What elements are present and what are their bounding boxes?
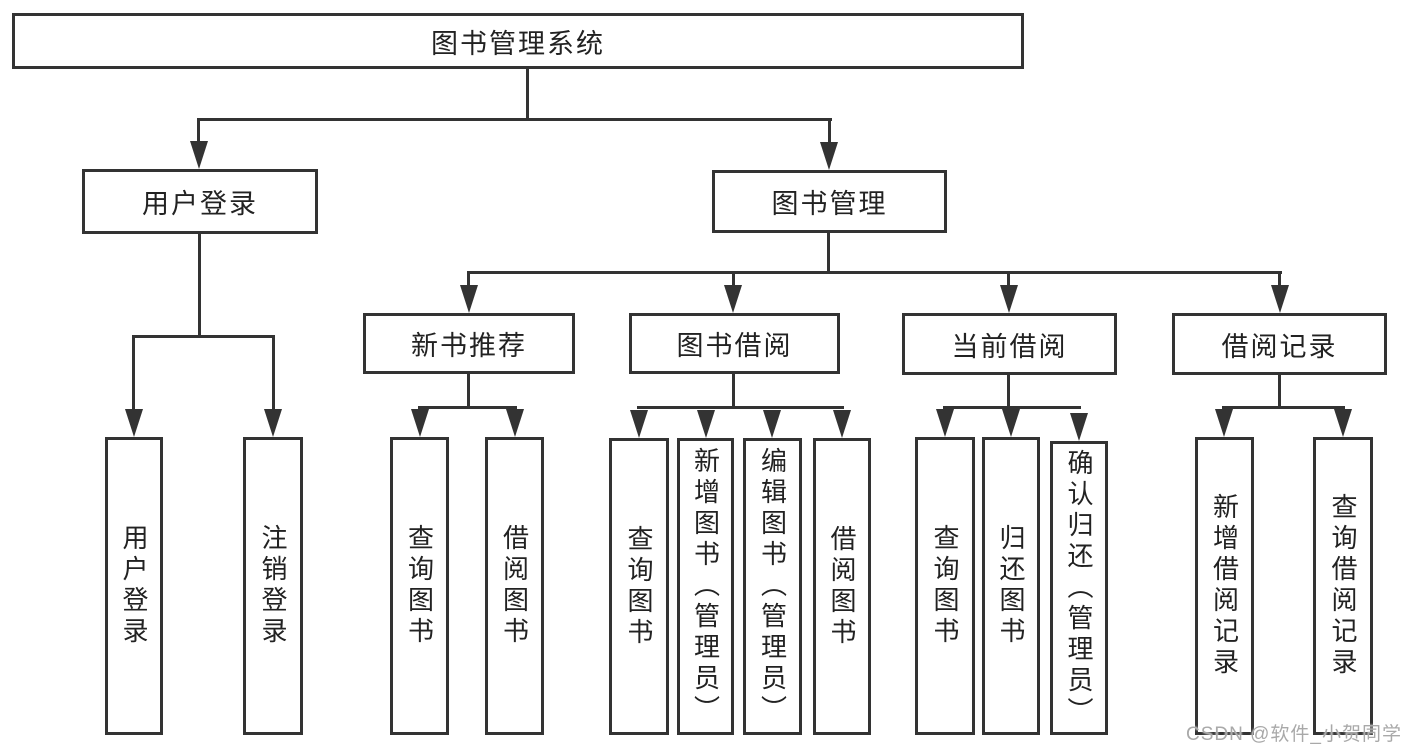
- arrow-down-icon: [1215, 409, 1233, 437]
- connector-line: [1007, 375, 1010, 409]
- arrow-down-icon: [936, 409, 954, 437]
- arrow-down-icon: [763, 410, 781, 438]
- connector-line: [467, 271, 470, 288]
- arrow-down-icon: [1334, 409, 1352, 437]
- leaf-add-books-admin: 新增图书（管理员）: [677, 438, 734, 735]
- connector-line: [1278, 375, 1281, 409]
- connector-line: [828, 118, 831, 146]
- node-root-library-system: 图书管理系统: [12, 13, 1024, 69]
- arrow-down-icon: [1070, 413, 1088, 441]
- arrow-down-icon: [411, 409, 429, 437]
- connector-line: [467, 374, 470, 409]
- leaf-user-login: 用户登录: [105, 437, 163, 735]
- csdn-watermark: CSDN @软件_小贺同学: [1186, 724, 1402, 745]
- leaf-query-borrow-record: 查询借阅记录: [1313, 437, 1373, 735]
- arrow-down-icon: [460, 285, 478, 313]
- connector-line: [827, 233, 830, 274]
- connector-line: [418, 406, 517, 409]
- leaf-borrow-books-recommend: 借阅图书: [485, 437, 544, 735]
- node-current-borrowing: 当前借阅: [902, 313, 1117, 375]
- connector-line: [1222, 406, 1345, 409]
- leaf-logout-login: 注销登录: [243, 437, 303, 735]
- connector-line: [732, 271, 735, 288]
- connector-line: [132, 335, 275, 338]
- connector-line: [1007, 271, 1010, 288]
- arrow-down-icon: [1271, 285, 1289, 313]
- connector-line: [272, 335, 275, 411]
- connector-line: [637, 406, 844, 409]
- node-book-management: 图书管理: [712, 170, 947, 233]
- leaf-query-books-borrowing: 查询图书: [609, 438, 669, 735]
- connector-line: [467, 271, 1282, 274]
- arrow-down-icon: [264, 409, 282, 437]
- arrow-down-icon: [724, 285, 742, 313]
- node-new-book-recommend: 新书推荐: [363, 313, 575, 374]
- connector-line: [526, 69, 529, 121]
- arrow-down-icon: [125, 409, 143, 437]
- connector-line: [732, 374, 735, 409]
- connector-line: [197, 118, 832, 121]
- connector-line: [943, 406, 1081, 409]
- leaf-edit-books-admin: 编辑图书（管理员）: [743, 438, 802, 735]
- arrow-down-icon: [833, 410, 851, 438]
- connector-line: [197, 118, 200, 146]
- leaf-return-books: 归还图书: [982, 437, 1040, 735]
- leaf-add-borrow-record: 新增借阅记录: [1195, 437, 1254, 735]
- connector-line: [198, 234, 201, 338]
- connector-line: [132, 335, 135, 411]
- arrow-down-icon: [820, 142, 838, 170]
- arrow-down-icon: [630, 410, 648, 438]
- arrow-down-icon: [506, 409, 524, 437]
- connector-line: [1278, 271, 1281, 288]
- node-user-login: 用户登录: [82, 169, 318, 234]
- arrow-down-icon: [1000, 285, 1018, 313]
- leaf-query-books-recommend: 查询图书: [390, 437, 449, 735]
- node-borrowing-records: 借阅记录: [1172, 313, 1387, 375]
- leaf-borrow-books: 借阅图书: [813, 438, 871, 735]
- arrow-down-icon: [1002, 409, 1020, 437]
- node-book-borrowing: 图书借阅: [629, 313, 840, 374]
- arrow-down-icon: [697, 410, 715, 438]
- leaf-confirm-return-admin: 确认归还（管理员）: [1050, 441, 1108, 735]
- arrow-down-icon: [190, 141, 208, 169]
- leaf-query-books-current: 查询图书: [915, 437, 975, 735]
